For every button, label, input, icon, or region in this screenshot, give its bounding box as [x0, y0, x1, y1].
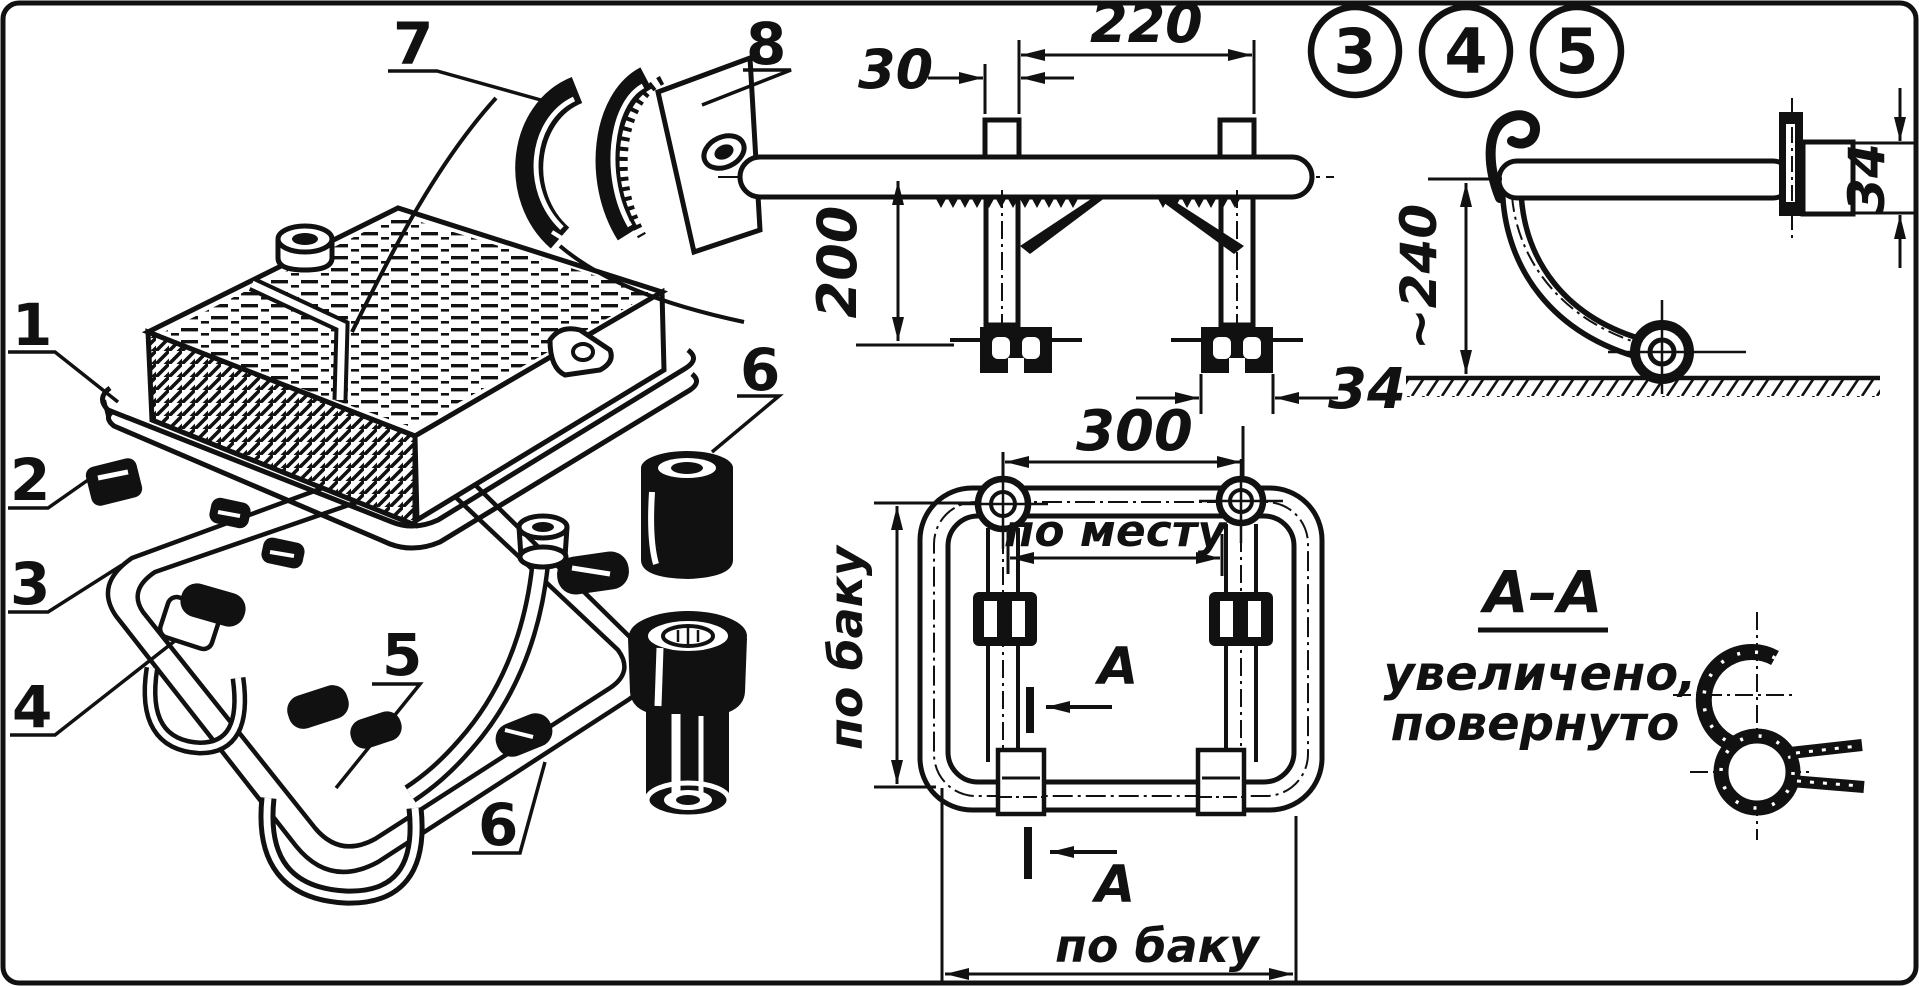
- tank-band: [100, 348, 699, 551]
- callout-4: 4: [1444, 15, 1487, 88]
- filler-socket: [628, 611, 747, 820]
- dim-by-place: по месту: [1004, 506, 1228, 576]
- part-label-5: 5: [382, 621, 422, 689]
- bottom-clamp-right: [1195, 747, 1247, 817]
- section-note-1: увеличено,: [1384, 646, 1697, 702]
- section-detail-drawing: [1673, 612, 1865, 840]
- frame-outer: [917, 485, 1325, 813]
- callout-3: 3: [1333, 15, 1376, 88]
- dim-34-bracket-label: 34: [1838, 143, 1896, 213]
- leader-4: [10, 638, 178, 737]
- bottom-clamp-left: [995, 747, 1047, 817]
- foot-left: [950, 327, 1082, 373]
- part-6-rubber-sleeve: [641, 451, 733, 579]
- frame-centerline: [933, 501, 1309, 797]
- cross-tube: [737, 154, 1315, 200]
- side-view: ~240 34: [1390, 88, 1914, 397]
- part-label-6b: 6: [478, 791, 518, 859]
- dim-220-label: 220: [1090, 0, 1203, 55]
- leader-6b: [472, 761, 547, 855]
- ground: [1406, 375, 1880, 397]
- part-callouts: 3 4 5: [1307, 3, 1625, 99]
- dim-34-bracket: 34: [1838, 88, 1914, 268]
- mount-tab-right: [1217, 117, 1257, 160]
- weld-serration-left: [935, 197, 1079, 208]
- corner-clip: [547, 326, 614, 378]
- foot-right: [1171, 327, 1303, 373]
- dim-by-tank-bottom-label: по баку: [1055, 919, 1261, 973]
- dim-by-place-label: по месту: [1004, 506, 1228, 557]
- part-label-6: 6: [740, 336, 780, 404]
- leader-2: [8, 478, 90, 510]
- exploded-view: 1 2 3 4 5 6 6 7 8: [8, 10, 792, 906]
- leader-6: [710, 394, 784, 454]
- dim-300-label: 300: [1076, 399, 1193, 464]
- dim-200: 200: [806, 181, 954, 347]
- dim-by-tank-side: по баку: [819, 501, 980, 789]
- leader-5: [334, 682, 424, 790]
- dim-200-label: 200: [806, 206, 869, 319]
- part-labels: 1 2 3 4 5 6 6 7 8: [8, 10, 792, 859]
- mount-tab-left: [982, 117, 1022, 160]
- section-letter-lower: А: [1091, 855, 1135, 915]
- part-8-clamp-bracket: [595, 54, 763, 256]
- weld-serration-right: [1157, 197, 1241, 208]
- cradle-frame: [105, 450, 651, 906]
- dim-240-label: ~240: [1390, 204, 1448, 350]
- dim-34-foot: 34: [1136, 357, 1406, 422]
- dim-220: 220: [1021, 0, 1256, 114]
- hook: [1485, 110, 1540, 203]
- post-right: [1199, 459, 1283, 543]
- leader-8: [701, 68, 792, 107]
- sweep-line-2: [558, 244, 745, 324]
- section-note-2: повернуто: [1391, 696, 1680, 752]
- part-label-4: 4: [12, 673, 52, 741]
- part-label-2: 2: [10, 446, 50, 514]
- dim-34-foot-label: 34: [1328, 357, 1406, 422]
- front-view: 30 220 200 34: [718, 0, 1406, 422]
- frame-inner: [945, 513, 1297, 785]
- leader-7: [388, 69, 549, 104]
- part-label-1: 1: [12, 291, 52, 359]
- rubber-bobbins: [180, 497, 629, 757]
- main-tube: [1496, 158, 1794, 201]
- leg-bracket-left: [973, 592, 1037, 646]
- dim-by-tank-bottom: по баку: [940, 788, 1298, 984]
- callout-circle-4: [1418, 3, 1514, 99]
- section-view: А–А увеличено, повернуто: [1384, 558, 1865, 840]
- plan-view: 300 по месту по баку по баку: [819, 399, 1325, 984]
- sweep-line: [350, 96, 498, 333]
- section-mark-upper: А: [1026, 637, 1138, 733]
- dim-by-tank-side-label: по баку: [819, 544, 873, 750]
- end-plate: [1800, 139, 1856, 217]
- callout-5: 5: [1555, 15, 1598, 88]
- leader-1: [8, 350, 120, 404]
- part-label-8: 8: [746, 10, 786, 78]
- tube-ring: [1713, 728, 1801, 816]
- dim-30: 30: [858, 38, 1074, 114]
- part-7-rubber-pad: [515, 77, 584, 249]
- callout-circle-5: [1529, 3, 1625, 99]
- part-label-7: 7: [393, 10, 433, 78]
- brace-left: [1020, 197, 1106, 254]
- section-mark-lower: А: [1024, 827, 1135, 915]
- dim-240: ~240: [1390, 177, 1502, 374]
- dim-30-label: 30: [858, 38, 933, 101]
- part-label-3: 3: [10, 550, 50, 618]
- section-letter-upper: А: [1094, 637, 1138, 697]
- filler-cap: [275, 223, 335, 273]
- part-5-outlet-tube: [404, 513, 570, 803]
- leader-3: [8, 563, 123, 614]
- dim-300: 300: [1001, 399, 1245, 477]
- leg-bracket-right: [1209, 592, 1273, 646]
- fork-bracket: [1789, 739, 1865, 793]
- part-2-block: [85, 458, 143, 506]
- callout-circle-3: [1307, 3, 1403, 99]
- section-title: А–А: [1480, 558, 1603, 626]
- brace-right: [1156, 197, 1244, 254]
